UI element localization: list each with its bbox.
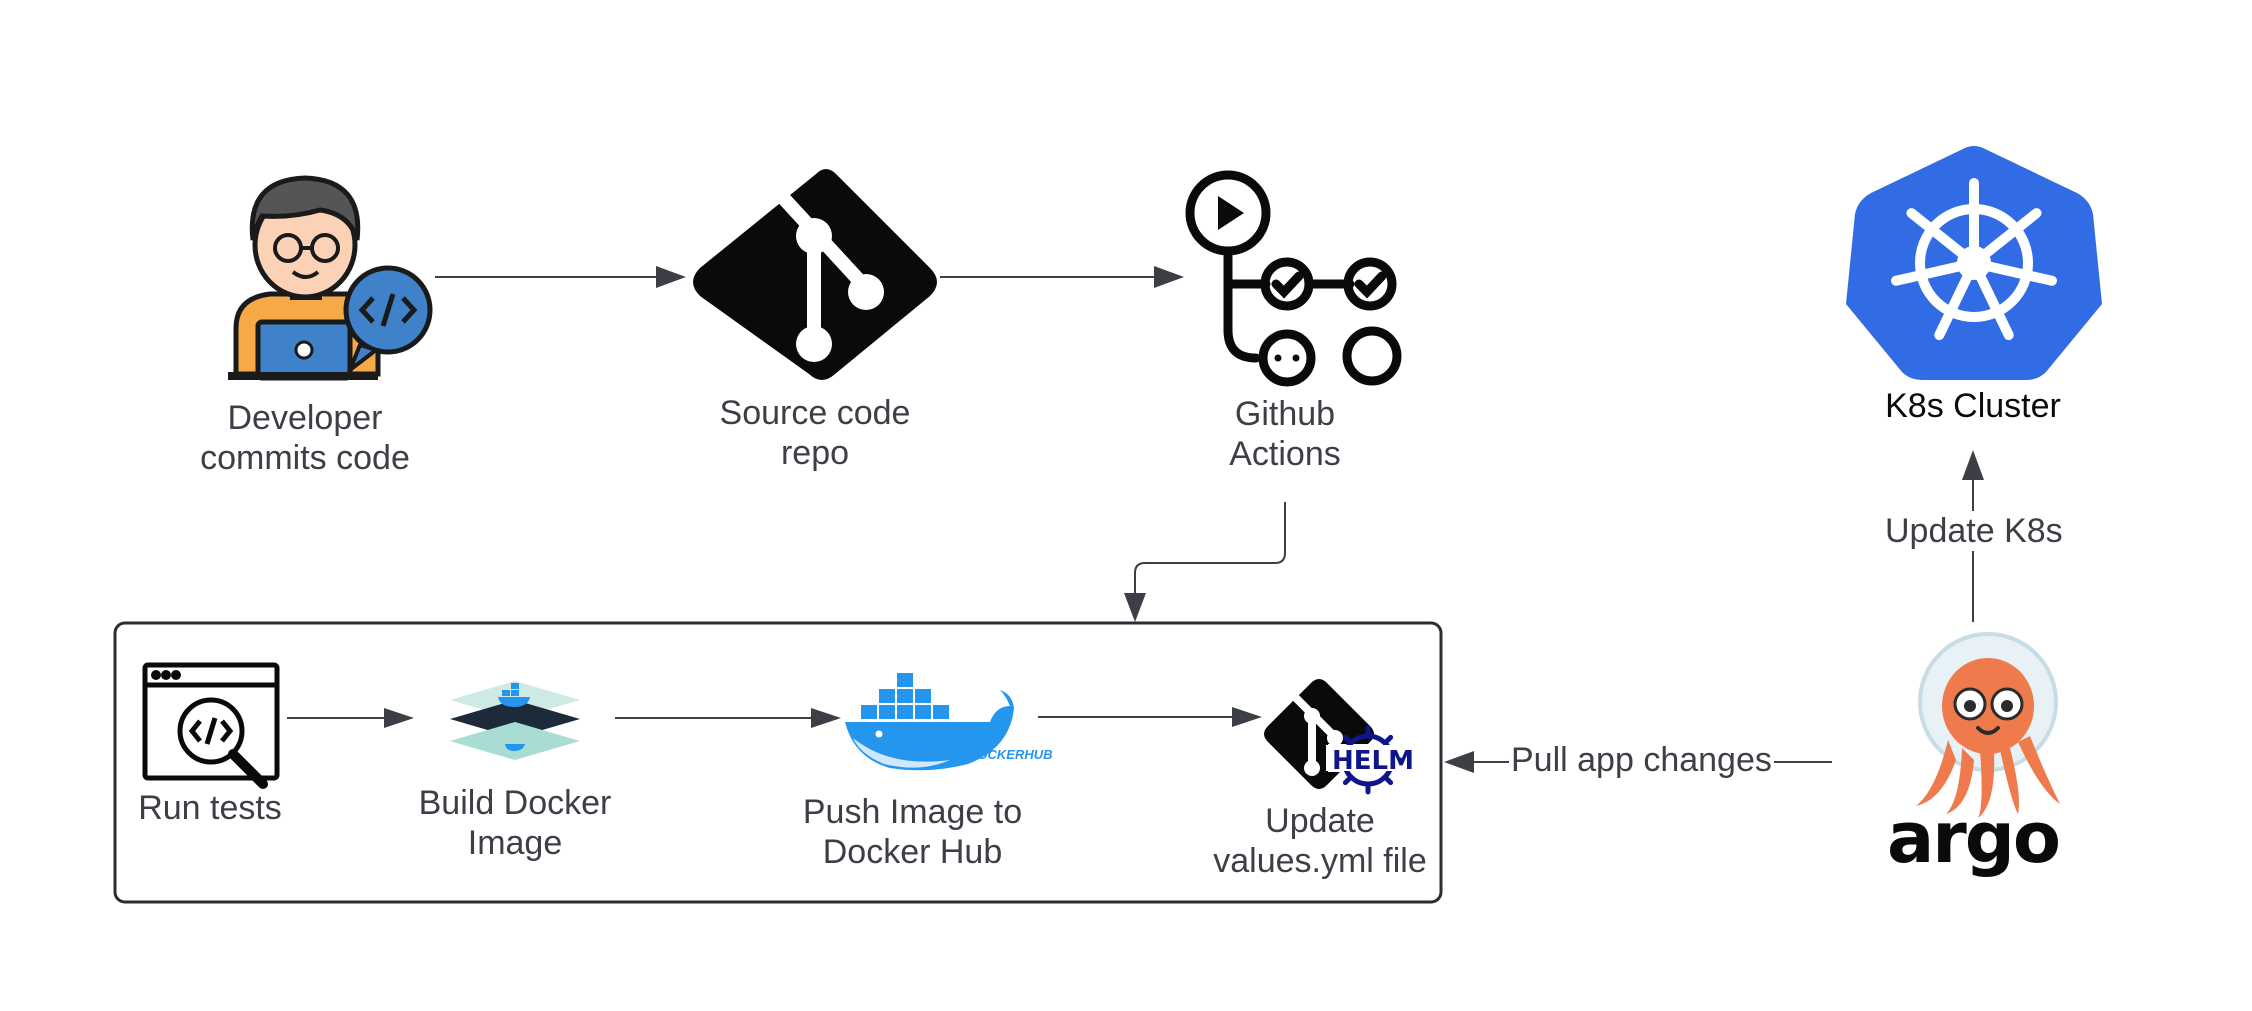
connector-tests-to-build	[287, 708, 414, 728]
run-tests-label-text: Run tests	[138, 789, 282, 827]
build-image-label: Build Docker Image	[400, 783, 630, 863]
build-image-label-line1: Build Docker	[418, 784, 612, 822]
connector-dev-to-repo	[435, 266, 686, 288]
git-helm-icon: HELM	[1264, 679, 1414, 795]
code-inspect-icon	[142, 662, 280, 789]
push-image-label-line1: Push Image to	[802, 793, 1023, 831]
k8s-cluster-label-text: K8s Cluster	[1885, 387, 2061, 425]
pipeline-container	[113, 621, 1443, 904]
argo-octopus-icon: argo	[1887, 632, 2061, 879]
connector-push-to-update	[1038, 707, 1262, 727]
update-values-label-line1: Update	[1265, 802, 1375, 840]
run-tests-label: Run tests	[120, 788, 300, 828]
update-k8s-edge-label: Update K8s	[1883, 511, 2065, 551]
docker-layers-icon	[450, 681, 580, 760]
docker-hub-icon: DOCKERHUB	[845, 671, 1053, 771]
k8s-cluster-label: K8s Cluster	[1850, 386, 2096, 426]
build-image-label-line2: Image	[467, 824, 563, 862]
connector-build-to-push	[615, 708, 841, 728]
developer-label-line1: Developer	[227, 399, 383, 437]
source-repo-label-line2: repo	[780, 434, 850, 472]
kubernetes-icon	[1846, 146, 2102, 380]
developer-label: Developer commits code	[180, 398, 430, 478]
docker-hub-wordmark: DOCKERHUB	[968, 747, 1053, 762]
update-values-label-line2: values.yml file	[1213, 842, 1427, 880]
github-actions-label-line2: Actions	[1229, 435, 1341, 473]
argo-wordmark: argo	[1887, 797, 2059, 879]
github-actions-label: Github Actions	[1180, 394, 1390, 474]
update-values-label: Update values.yml file	[1205, 801, 1435, 881]
push-image-label: Push Image to Docker Hub	[790, 792, 1035, 872]
github-actions-icon	[1185, 170, 1402, 387]
github-actions-label-line1: Github	[1234, 395, 1336, 433]
source-repo-label-line1: Source code	[719, 394, 911, 432]
connector-repo-to-actions	[940, 266, 1184, 288]
push-image-label-line2: Docker Hub	[822, 833, 1003, 871]
developer-label-line2: commits code	[200, 439, 410, 477]
pull-app-changes-edge-label: Pull app changes	[1509, 740, 1774, 780]
developer-laptop-icon	[228, 175, 433, 381]
source-repo-label: Source code repo	[690, 393, 940, 473]
connector-actions-to-pipeline	[1124, 502, 1286, 622]
helm-wordmark: HELM	[1332, 746, 1414, 776]
git-icon	[693, 169, 937, 380]
